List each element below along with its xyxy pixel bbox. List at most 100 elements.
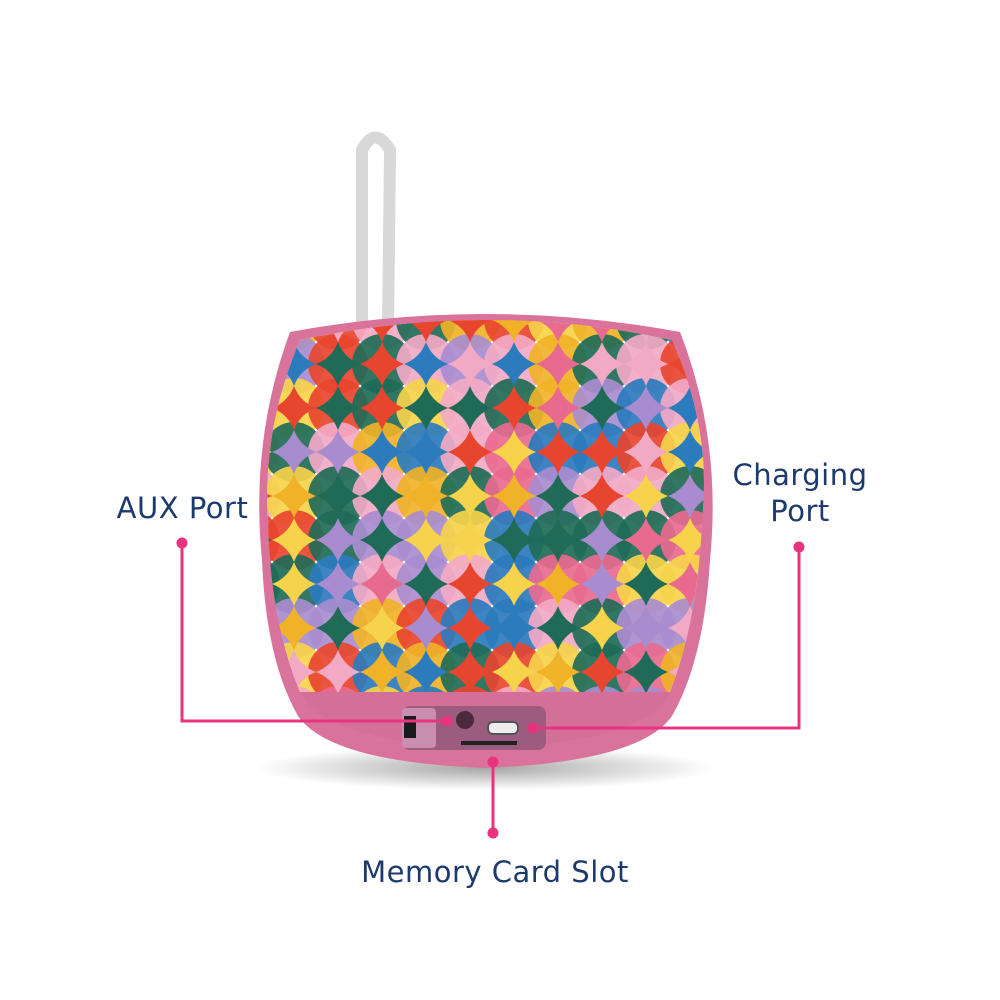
- pattern-star: [316, 562, 360, 606]
- pattern-star: [316, 606, 360, 650]
- aux-port-target-dot: [441, 715, 453, 727]
- pattern-star: [267, 650, 272, 692]
- pattern-star: [668, 386, 704, 430]
- pattern-star: [360, 342, 404, 386]
- aux-port-label: AUX Port: [116, 491, 249, 525]
- pattern-star: [536, 386, 580, 430]
- pattern-star: [492, 342, 536, 386]
- pattern-star: [272, 562, 316, 606]
- pattern-star: [448, 430, 492, 474]
- carry-strap: [356, 131, 397, 336]
- pattern-star: [492, 386, 536, 430]
- pattern-star: [404, 518, 448, 562]
- charging-port-callout-dot: [793, 541, 805, 553]
- pattern-star: [448, 342, 492, 386]
- pattern-star: [536, 518, 580, 562]
- pattern-star: [536, 342, 580, 386]
- pattern-star: [668, 518, 704, 562]
- pattern-star: [316, 650, 360, 692]
- pattern-star: [580, 474, 624, 518]
- pattern-star: [492, 518, 536, 562]
- pattern-star: [404, 430, 448, 474]
- pattern-star: [448, 606, 492, 650]
- pattern-star: [536, 650, 580, 692]
- pattern-star: [624, 518, 668, 562]
- pattern-star: [492, 562, 536, 606]
- pattern-star: [580, 342, 624, 386]
- pattern-star: [536, 606, 580, 650]
- pattern-circle: [660, 320, 704, 350]
- pattern-star: [668, 562, 704, 606]
- pattern-circle: [352, 320, 412, 350]
- pattern-star: [492, 650, 536, 692]
- pattern-star: [360, 562, 404, 606]
- pattern-star: [624, 474, 668, 518]
- pattern-star: [272, 518, 316, 562]
- pattern-star: [624, 562, 668, 606]
- pattern-star: [668, 430, 704, 474]
- pattern-star: [360, 430, 404, 474]
- pattern-circle: [396, 320, 456, 350]
- pattern-star: [404, 342, 448, 386]
- pattern-star: [492, 474, 536, 518]
- pattern-star: [272, 386, 316, 430]
- pattern-star: [580, 650, 624, 692]
- pattern-star: [536, 474, 580, 518]
- pattern-circle: [440, 320, 500, 350]
- charging-port-label-line2: Port: [770, 494, 830, 528]
- pattern-star: [272, 430, 316, 474]
- pattern-star: [272, 650, 316, 692]
- pattern-star: [228, 694, 272, 738]
- pattern-star: [624, 386, 668, 430]
- pattern-star: [267, 320, 272, 342]
- memory-card-target-dot: [487, 756, 499, 768]
- pattern-star: [580, 430, 624, 474]
- pattern-star: [624, 342, 668, 386]
- charging-port-callout-line: [533, 547, 801, 730]
- pattern-circle: [572, 320, 632, 350]
- pattern-star: [267, 386, 272, 430]
- pattern-star: [580, 518, 624, 562]
- pattern-star: [580, 562, 624, 606]
- pattern-star: [624, 606, 668, 650]
- pattern-star: [536, 430, 580, 474]
- pattern-star: [272, 342, 316, 386]
- pattern-star: [267, 606, 272, 650]
- pattern-circle: [484, 320, 544, 350]
- pattern-star: [316, 430, 360, 474]
- pattern-star: [360, 606, 404, 650]
- pattern-star: [668, 474, 704, 518]
- aux-port-callout-dot: [176, 537, 188, 549]
- pattern-star: [316, 386, 360, 430]
- charging-port-label-line1: Charging: [732, 458, 868, 492]
- pattern-star: [492, 430, 536, 474]
- port-panel: [402, 706, 546, 750]
- pattern-circle: [528, 320, 588, 350]
- pattern-star: [404, 474, 448, 518]
- pattern-star: [360, 650, 404, 692]
- pattern-star: [267, 342, 272, 386]
- pattern-star: [448, 386, 492, 430]
- pattern-star: [316, 342, 360, 386]
- aux-cover-slot: [404, 716, 416, 738]
- pattern-star: [316, 474, 360, 518]
- aux-jack: [456, 711, 474, 729]
- callout-lines: [176, 537, 805, 839]
- pattern-star: [492, 606, 536, 650]
- pattern-star: [360, 386, 404, 430]
- memory-card-slot: [461, 741, 517, 745]
- pattern-star: [448, 474, 492, 518]
- pattern-star: [404, 386, 448, 430]
- aux-port-callout-line: [180, 543, 447, 723]
- pattern-star: [404, 606, 448, 650]
- pattern-star: [624, 430, 668, 474]
- pattern-star: [272, 474, 316, 518]
- pattern-star: [360, 518, 404, 562]
- charging-port-label: Charging Port: [715, 457, 885, 529]
- pattern-star: [448, 650, 492, 692]
- pattern-star: [404, 562, 448, 606]
- pattern-circle: [267, 686, 280, 692]
- pattern-star: [448, 518, 492, 562]
